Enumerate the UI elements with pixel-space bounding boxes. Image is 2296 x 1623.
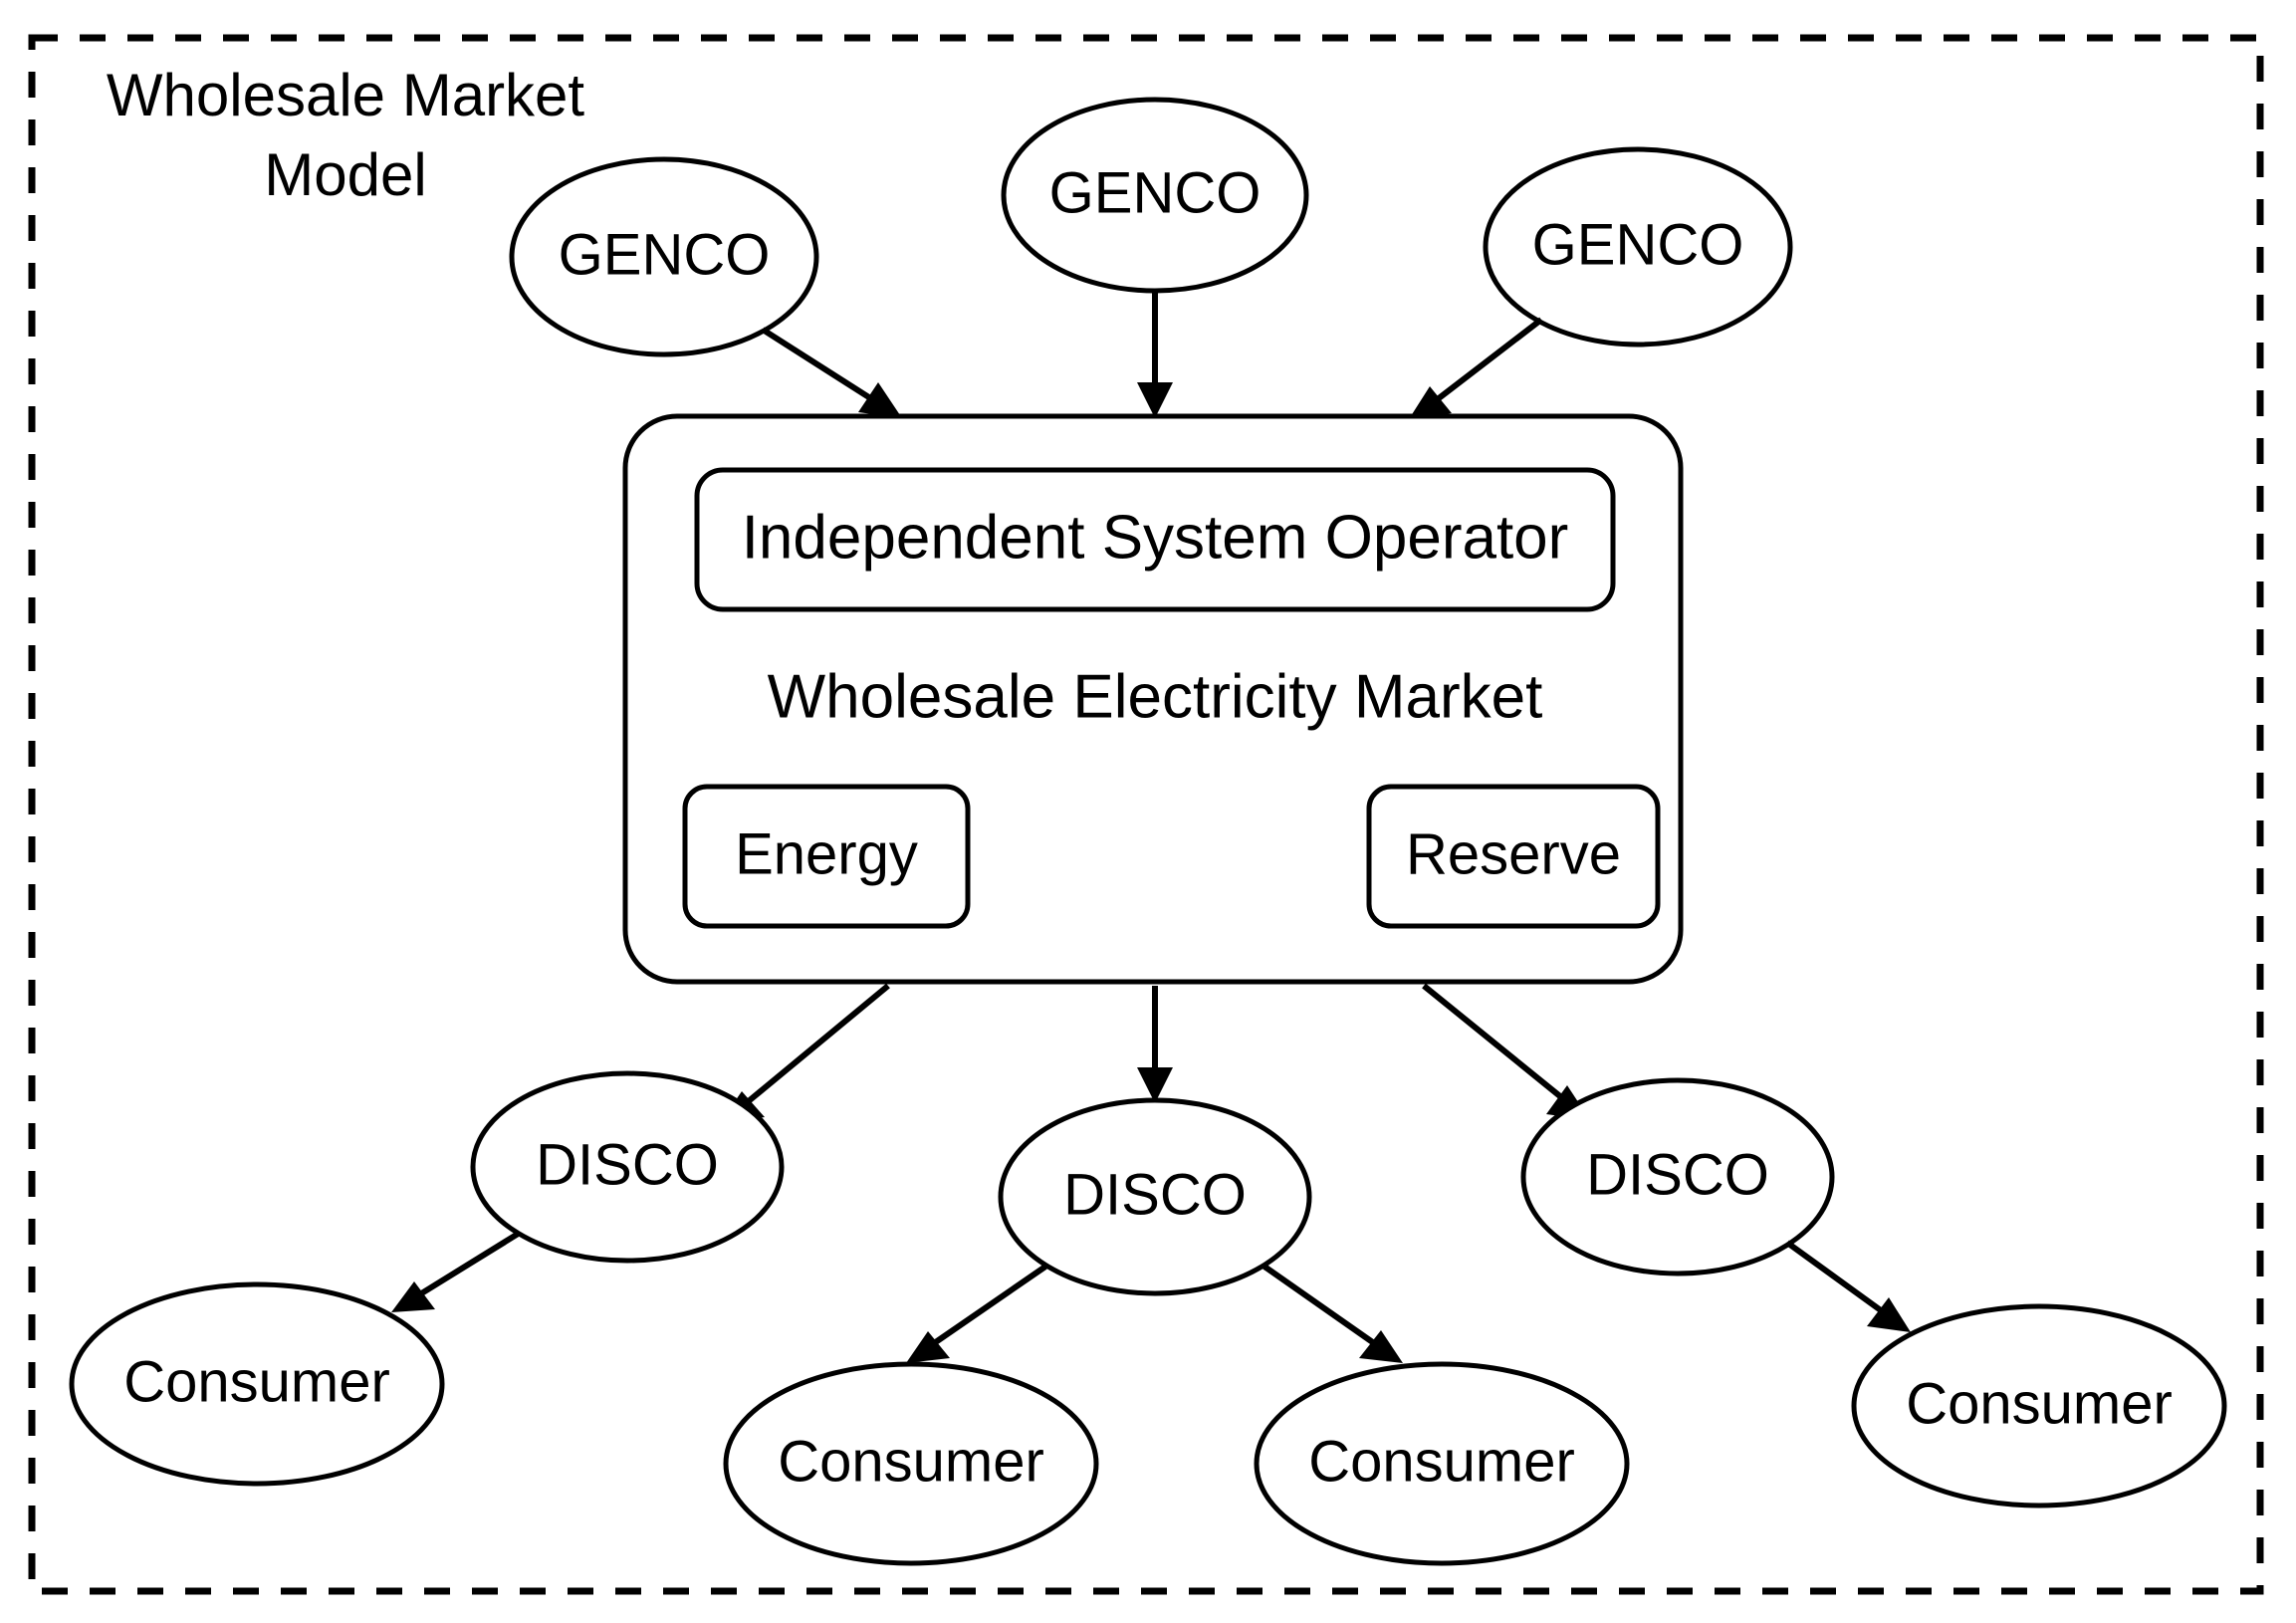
- reserve-market-box[interactable]: [1366, 784, 1661, 929]
- edge-disco2-to-consumer3: [1263, 1264, 1403, 1363]
- consumer-label-3: Consumer: [1308, 1429, 1575, 1494]
- consumer-label-2: Consumer: [778, 1429, 1044, 1494]
- edge-market-to-disco1: [720, 983, 890, 1123]
- disco-node-2[interactable]: [998, 1097, 1312, 1296]
- energy-market-label: Energy: [735, 821, 918, 886]
- edge-genco2-to-market: [1137, 291, 1173, 418]
- energy-market-box[interactable]: [682, 784, 971, 929]
- disco-label-2: DISCO: [1063, 1162, 1247, 1227]
- disco-label-3: DISCO: [1586, 1142, 1769, 1207]
- edge-disco1-to-consumer1: [391, 1230, 522, 1312]
- independent-system-operator-box[interactable]: [694, 467, 1616, 612]
- genco-label-1: GENCO: [559, 222, 771, 287]
- wholesale-electricity-market-label: Wholesale Electricity Market: [768, 662, 1543, 731]
- consumer-node-2[interactable]: [723, 1361, 1099, 1566]
- edge-genco3-to-market: [1409, 317, 1543, 419]
- consumer-node-4[interactable]: [1851, 1303, 2227, 1508]
- edge-disco2-to-consumer2: [906, 1264, 1047, 1363]
- page-title-line1: Wholesale Market: [107, 62, 585, 128]
- consumer-label-1: Consumer: [123, 1349, 390, 1414]
- edge-market-to-disco2: [1137, 986, 1173, 1103]
- disco-label-1: DISCO: [536, 1132, 719, 1197]
- disco-node-1[interactable]: [470, 1070, 785, 1264]
- genco-label-3: GENCO: [1532, 212, 1744, 277]
- reserve-market-label: Reserve: [1406, 821, 1621, 886]
- genco-label-2: GENCO: [1049, 160, 1262, 225]
- genco-node-1[interactable]: [509, 156, 819, 357]
- edge-market-to-disco3: [1422, 983, 1590, 1120]
- consumer-node-3[interactable]: [1254, 1361, 1630, 1566]
- genco-node-3[interactable]: [1483, 146, 1793, 348]
- edge-disco3-to-consumer4: [1785, 1240, 1911, 1332]
- disco-node-3[interactable]: [1520, 1077, 1835, 1276]
- independent-system-operator-label: Independent System Operator: [742, 503, 1569, 572]
- edge-genco1-to-market: [761, 327, 902, 418]
- page-title-line2: Model: [264, 141, 426, 208]
- consumer-node-1[interactable]: [69, 1281, 445, 1487]
- consumer-label-4: Consumer: [1906, 1371, 2173, 1436]
- model-boundary: [28, 34, 2264, 1595]
